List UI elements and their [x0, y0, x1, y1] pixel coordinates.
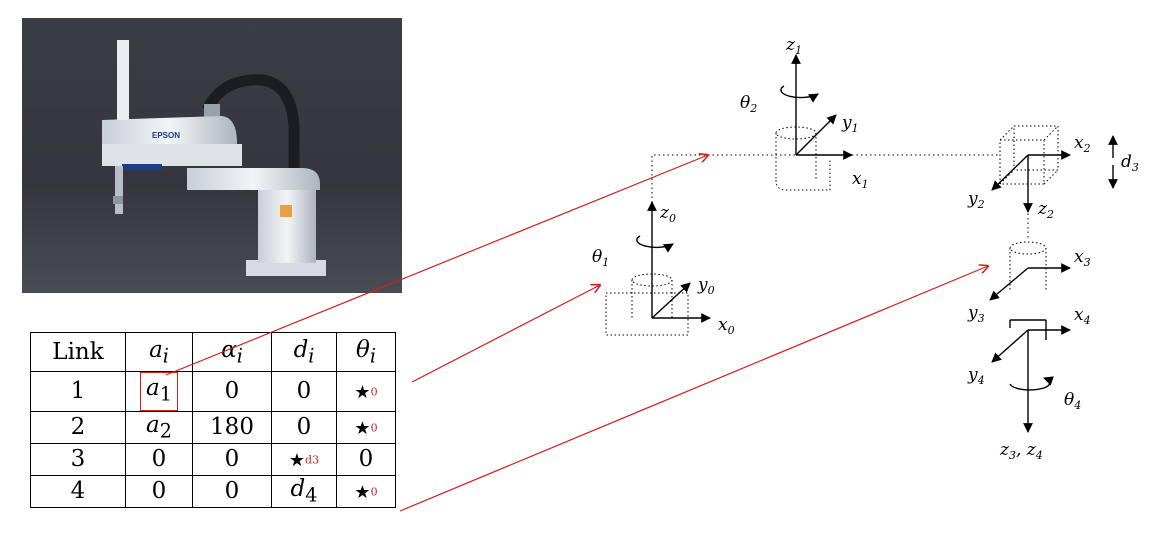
- header-a: ai: [125, 332, 193, 372]
- cell-alpha: 0: [192, 442, 272, 476]
- label-x2: x2: [1074, 133, 1091, 155]
- robot-shaft: [117, 40, 129, 120]
- label-y1: y1: [841, 113, 859, 135]
- cell-a: a1: [125, 371, 193, 412]
- cell-link: 2: [30, 410, 126, 444]
- cell-d: d4: [271, 474, 337, 508]
- label-z0: z0: [659, 203, 676, 225]
- label-x0: x0: [718, 315, 735, 337]
- table-row: 4 0 0 d4 ★0: [30, 474, 396, 508]
- arrow-row4-to-frame3: [399, 266, 988, 512]
- cell-link: 1: [30, 371, 126, 412]
- cell-a: a2: [125, 410, 193, 444]
- robot-cable: [202, 74, 300, 168]
- cell-d: ★d3: [271, 442, 337, 476]
- cell-link: 4: [30, 474, 126, 508]
- label-z2: z2: [1037, 199, 1054, 221]
- cell-a: 0: [125, 442, 193, 476]
- cell-theta: ★0: [336, 410, 396, 444]
- table-row: 3 0 0 ★d3 0: [30, 442, 396, 476]
- cell-alpha: 0: [192, 474, 272, 508]
- arrow-row1-to-frame0: [411, 285, 600, 383]
- table-header-row: Link ai αi di θi: [30, 332, 396, 372]
- cell-alpha: 180: [192, 410, 272, 444]
- frame-1: z1 θ2 y1 x1: [740, 35, 869, 191]
- frame-2: x2 d3 y2 z2: [967, 125, 1139, 221]
- table-row: 1 a1 0 0 ★0: [30, 371, 396, 412]
- label-x4: x4: [1074, 305, 1091, 327]
- highlight-box: a1: [140, 372, 178, 411]
- label-theta1: θ1: [592, 247, 609, 269]
- label-x3: x3: [1074, 247, 1091, 269]
- label-z3-z4: z3, z4: [999, 440, 1043, 462]
- cell-theta: 0: [336, 442, 396, 476]
- cell-link: 3: [30, 442, 126, 476]
- cell-d: 0: [271, 371, 337, 412]
- label-y2: y2: [967, 189, 985, 211]
- cell-a: 0: [125, 474, 193, 508]
- label-theta2: θ2: [740, 93, 757, 115]
- label-z1: z1: [785, 35, 802, 57]
- label-y0: y0: [697, 275, 715, 297]
- label-d3: d3: [1121, 152, 1139, 174]
- label-y4: y4: [967, 365, 985, 387]
- label-x1: x1: [852, 169, 869, 191]
- header-d: di: [271, 332, 337, 372]
- cell-theta: ★0: [336, 474, 396, 508]
- frame-0: z0 θ1 y0 x0: [592, 201, 735, 337]
- robot-column: [258, 183, 316, 263]
- cell-alpha: 0: [192, 371, 272, 412]
- robot-photo: EPSON: [22, 18, 402, 293]
- header-theta: θi: [336, 332, 396, 372]
- robot-arm-2: [187, 168, 320, 190]
- warning-label-icon: [280, 205, 292, 217]
- header-alpha: αi: [192, 332, 272, 372]
- cell-d: 0: [271, 410, 337, 444]
- header-link: Link: [30, 332, 126, 372]
- dh-parameter-table: Link ai αi di θi 1 a1 0 0 ★0 2 a2 180 0 …: [30, 332, 396, 508]
- table-row: 2 a2 180 0 ★0: [30, 410, 396, 444]
- label-y3: y3: [967, 303, 985, 325]
- link-lines: [651, 154, 1029, 240]
- epson-logo: EPSON: [152, 131, 180, 140]
- frame-3-4: x3 y3 x4 y4 θ4 z3, z4: [967, 241, 1091, 462]
- cell-theta: ★0: [336, 371, 396, 412]
- label-theta4: θ4: [1064, 390, 1081, 412]
